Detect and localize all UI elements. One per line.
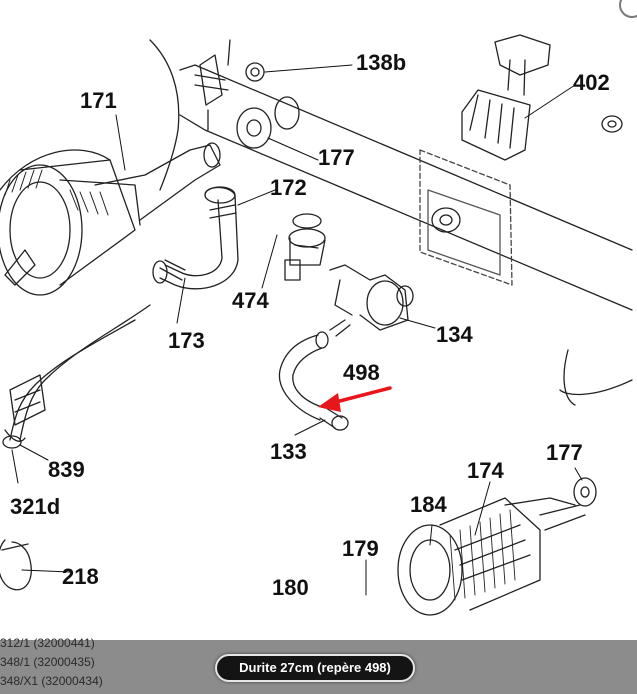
label-177-top: 177 bbox=[318, 145, 355, 170]
label-402: 402 bbox=[573, 70, 610, 95]
clamp-218 bbox=[0, 539, 32, 591]
bracket bbox=[194, 54, 229, 131]
label-134: 134 bbox=[436, 322, 473, 347]
connector-402 bbox=[461, 34, 623, 161]
fitting-134 bbox=[329, 264, 414, 337]
label-321d: 321d bbox=[10, 494, 60, 519]
label-138b: 138b bbox=[356, 50, 406, 75]
label-133: 133 bbox=[270, 439, 307, 464]
seal-177 bbox=[236, 96, 300, 149]
corner-button[interactable] bbox=[619, 0, 637, 18]
label-177-bottom: 177 bbox=[546, 440, 583, 465]
ref-line-3: 348/X1 (32000434) bbox=[0, 674, 103, 688]
separator-strip bbox=[0, 622, 637, 640]
exploded-parts-diagram: 138b 402 171 177 172 474 173 134 498 133… bbox=[0, 20, 637, 622]
label-179: 179 bbox=[342, 536, 379, 561]
highlight-arrow bbox=[318, 386, 392, 412]
cabinet-frame bbox=[149, 39, 633, 406]
ref-line-1: 312/1 (32000441) bbox=[0, 636, 95, 650]
drain-hose bbox=[2, 304, 151, 449]
label-180: 180 bbox=[272, 575, 309, 600]
label-171: 171 bbox=[80, 88, 117, 113]
label-184: 184 bbox=[410, 492, 447, 517]
hose-498 bbox=[278, 331, 349, 431]
label-172: 172 bbox=[270, 175, 307, 200]
label-218: 218 bbox=[62, 564, 99, 589]
hose-173 bbox=[152, 186, 239, 290]
caption-tooltip: Durite 27cm (repère 498) bbox=[215, 654, 415, 682]
valve-474 bbox=[284, 213, 326, 281]
label-173: 173 bbox=[168, 328, 205, 353]
leader-lines bbox=[11, 64, 583, 596]
ref-line-2: 348/1 (32000435) bbox=[0, 655, 95, 669]
label-474: 474 bbox=[232, 288, 269, 313]
label-498: 498 bbox=[343, 360, 380, 385]
top-bar bbox=[0, 0, 637, 20]
label-174: 174 bbox=[467, 458, 504, 483]
pump-171 bbox=[0, 142, 221, 296]
seal-138b bbox=[245, 62, 265, 82]
ring-177 bbox=[573, 477, 597, 507]
label-839: 839 bbox=[48, 457, 85, 482]
